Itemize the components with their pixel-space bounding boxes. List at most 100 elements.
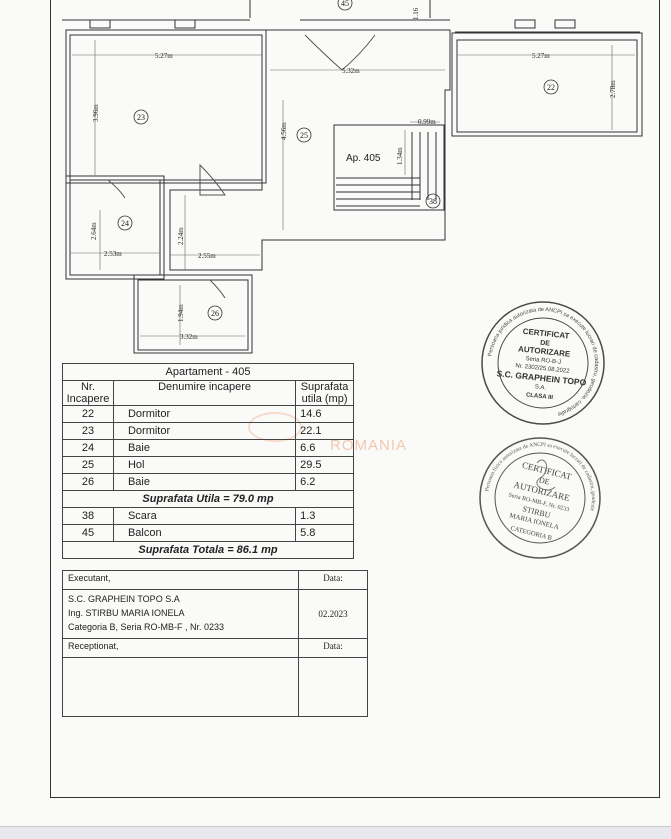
row-area: 5.8 — [295, 524, 354, 542]
table-row: 38 Scara 1.3 — [62, 507, 354, 525]
floor-plan: 23 24 25 22 26 38 45 Ap. 405 5.27m 5.32m… — [62, 0, 643, 354]
room-25-number: 25 — [300, 131, 308, 140]
dim-2-78: 2.78m — [609, 80, 617, 98]
receptionat-label: Receptionat, — [62, 638, 299, 658]
row-area: 1.3 — [295, 507, 354, 525]
dim-5-27-right: 5.27m — [532, 52, 550, 60]
surface-table: Apartament - 405 Nr. Incapere Denumire i… — [62, 363, 354, 559]
executant-label: Executant, — [62, 570, 299, 590]
row-area: 6.2 — [295, 473, 354, 491]
table-row: 25 Hol 29.5 — [62, 456, 354, 474]
row-name: Baie — [112, 439, 297, 457]
door-swing-main — [304, 34, 376, 71]
stairs-38 — [333, 124, 445, 211]
person-stamp-line: DE — [538, 475, 551, 486]
dim-2-55: 2.55m — [198, 252, 216, 260]
door-swing-24 — [107, 179, 126, 199]
executant-date: 02.2023 — [298, 589, 368, 639]
room-26-number: 26 — [211, 309, 219, 318]
apartment-plan-label: Ap. 405 — [346, 153, 381, 164]
row-area: 22.1 — [295, 422, 354, 440]
company-stamp: Persoana juridica autorizata de ANCPI sa… — [481, 301, 605, 425]
row-nr: 38 — [62, 507, 114, 525]
col-header-nr: Nr. Incapere — [62, 380, 114, 406]
company-stamp-line: DE — [540, 340, 551, 348]
row-area: 6.6 — [295, 439, 354, 457]
row-nr: 26 — [62, 473, 114, 491]
window-1 — [89, 19, 111, 29]
room-24-outline — [69, 179, 161, 276]
row-nr: 25 — [62, 456, 114, 474]
room-38-number: 38 — [429, 197, 437, 206]
table-row: 24 Baie 6.6 — [62, 439, 354, 457]
dim-5-32: 5.32m — [342, 67, 360, 75]
viewer-bottom-bar — [0, 826, 671, 839]
room-22-outline — [456, 39, 638, 133]
grand-surface-total: Suprafata Totala = 86.1 mp — [62, 541, 354, 559]
executant-date-label: Data: — [298, 570, 368, 590]
table-row: 22 Dormitor 14.6 — [62, 405, 354, 423]
window-2 — [174, 19, 196, 29]
row-name: Baie — [112, 473, 297, 491]
row-area: 29.5 — [295, 456, 354, 474]
row-name: Scara — [112, 507, 297, 525]
row-area: 14.6 — [295, 405, 354, 423]
dim-0-99: 0.99m — [418, 118, 436, 126]
room-26-outer — [133, 274, 253, 354]
executant-category: Categoria B, Seria RO-MB-F , Nr. 0233 — [68, 622, 225, 632]
page-frame — [50, 0, 660, 798]
receptionat-date-area — [298, 657, 368, 717]
row-name: Dormitor — [112, 422, 297, 440]
row-nr: 22 — [62, 405, 114, 423]
company-stamp-line: CLASA III — [526, 392, 554, 401]
table-row: 26 Baie 6.2 — [62, 473, 354, 491]
company-stamp-line: Nr. 2302/25.08.2022 — [515, 363, 570, 375]
table-row: 45 Balcon 5.8 — [62, 524, 354, 542]
room-24-number: 24 — [121, 219, 129, 228]
executant-company: S.C. GRAPHEIN TOPO S.A — [68, 594, 180, 604]
door-swing-23 — [199, 163, 226, 196]
receptionat-signature-area — [62, 657, 299, 717]
room-24-outer — [65, 175, 165, 280]
room-45-number: 45 — [341, 0, 349, 8]
dim-2-24: 2.24m — [177, 227, 185, 245]
balcony-45-walls — [249, 0, 431, 18]
dim-2-64: 2.64m — [90, 222, 98, 240]
row-nr: 45 — [62, 524, 114, 542]
dim-5-27-left: 5.27m — [155, 52, 173, 60]
signature-mark — [536, 459, 556, 491]
col-header-name: Denumire incapere — [112, 380, 297, 406]
room-22-number: 22 — [547, 83, 555, 92]
company-stamp-line: CERTIFICAT — [522, 327, 570, 341]
room-26-outline — [137, 279, 249, 351]
table-row: 23 Dormitor 22.1 — [62, 422, 354, 440]
dim-1-34: 1.34m — [396, 147, 404, 165]
window-4 — [554, 19, 576, 29]
row-name: Dormitor — [112, 405, 297, 423]
receptionat-date-label: Data: — [298, 638, 368, 658]
row-name: Hol — [112, 456, 297, 474]
window-3 — [514, 19, 536, 29]
col-header-area: Suprafata utila (mp) — [295, 380, 354, 406]
room-23-outer — [65, 29, 267, 184]
dim-4-56: 4.56m — [280, 122, 288, 140]
dim-3-96: 3.96m — [92, 104, 100, 122]
dim-1-16: 1.16 — [412, 7, 420, 20]
dim-1-94: 1.94m — [177, 304, 185, 322]
room-22-outer — [451, 32, 643, 137]
row-nr: 24 — [62, 439, 114, 457]
executant-details: S.C. GRAPHEIN TOPO S.A Ing. STIRBU MARIA… — [62, 589, 299, 639]
company-stamp-line: Seria RO-B-J — [525, 356, 561, 366]
executant-table: Executant, Data: S.C. GRAPHEIN TOPO S.A … — [62, 570, 368, 717]
dim-3-32: 3.32m — [180, 333, 198, 341]
room-23-number: 23 — [137, 113, 145, 122]
table-title: Apartament - 405 — [62, 363, 354, 381]
company-stamp-line: S.A. — [534, 384, 546, 391]
useful-surface-total: Suprafata Utila = 79.0 mp — [62, 490, 354, 508]
row-nr: 23 — [62, 422, 114, 440]
row-name: Balcon — [112, 524, 297, 542]
executant-engineer: Ing. STIRBU MARIA IONELA — [68, 608, 185, 618]
dim-2-53: 2.53m — [104, 250, 122, 258]
door-swing-26 — [209, 279, 226, 299]
room-25-outline — [169, 29, 451, 271]
